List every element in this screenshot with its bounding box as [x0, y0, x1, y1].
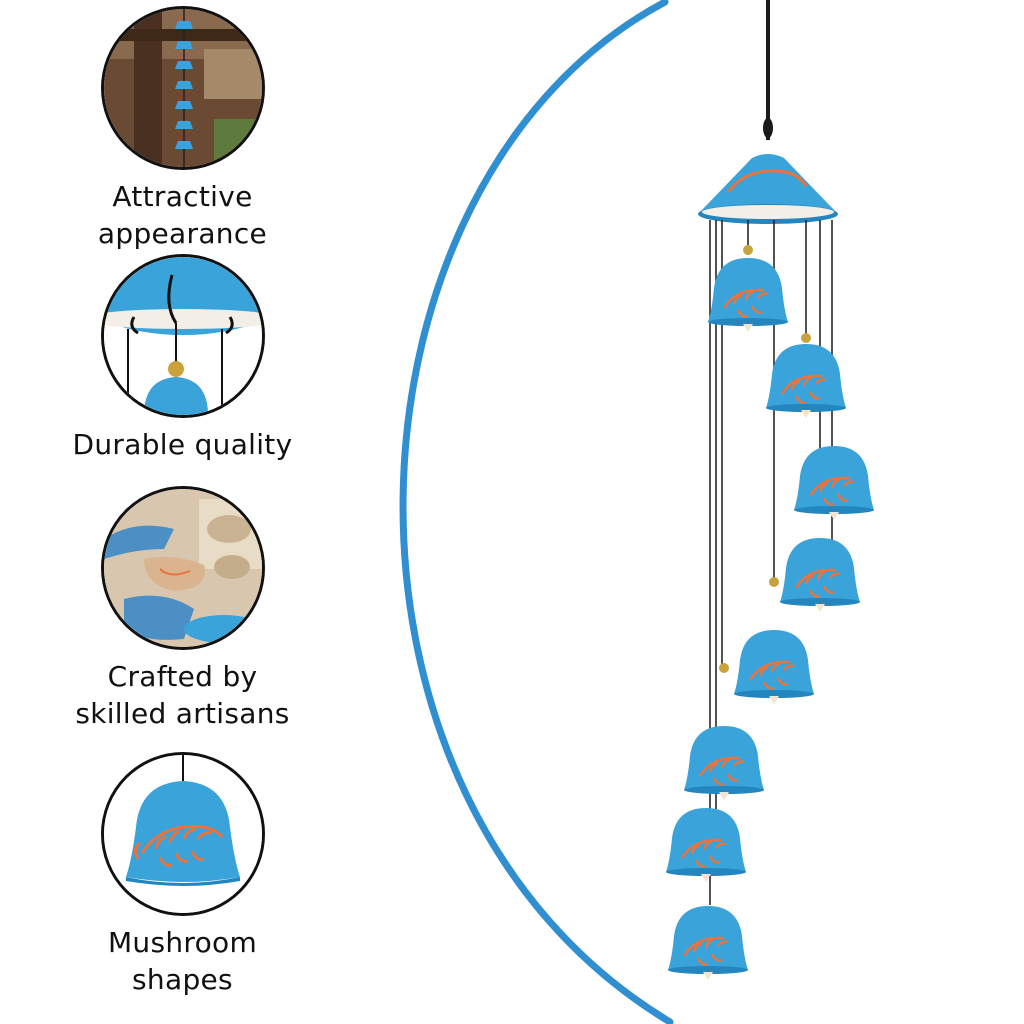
chime-bell — [766, 344, 846, 418]
bell-closeup-photo-icon — [100, 752, 265, 916]
feature-mushroom-shapes: Mushroom shapes — [40, 752, 325, 998]
chime-bell — [708, 258, 788, 332]
feature-crafted-by-artisans: Crafted by skilled artisans — [40, 486, 325, 732]
feature-title-line1: Crafted by — [107, 660, 258, 693]
pergola-photo-icon — [100, 6, 265, 170]
feature-title-line2: appearance — [97, 217, 268, 250]
feature-title-line1: Durable quality — [72, 428, 293, 461]
chime-bell — [666, 808, 746, 882]
chime-bell — [794, 446, 874, 520]
feature-title-line2: shapes — [132, 963, 233, 996]
chime-bell — [734, 630, 814, 704]
hook-closeup-photo-icon — [100, 254, 265, 418]
wind-chime-product-image — [666, 0, 874, 980]
feature-durable-quality: Durable quality — [40, 254, 325, 463]
chime-bell — [684, 726, 764, 800]
feature-attractive-appearance: Attractive appearance — [40, 6, 325, 252]
artisan-hands-photo-icon — [100, 486, 265, 650]
feature-title-line2: skilled artisans — [75, 697, 290, 730]
feature-title-line1: Attractive — [112, 180, 253, 213]
chime-bell — [668, 906, 748, 980]
feature-title-line1: Mushroom — [107, 926, 258, 959]
chime-bell — [780, 538, 860, 612]
